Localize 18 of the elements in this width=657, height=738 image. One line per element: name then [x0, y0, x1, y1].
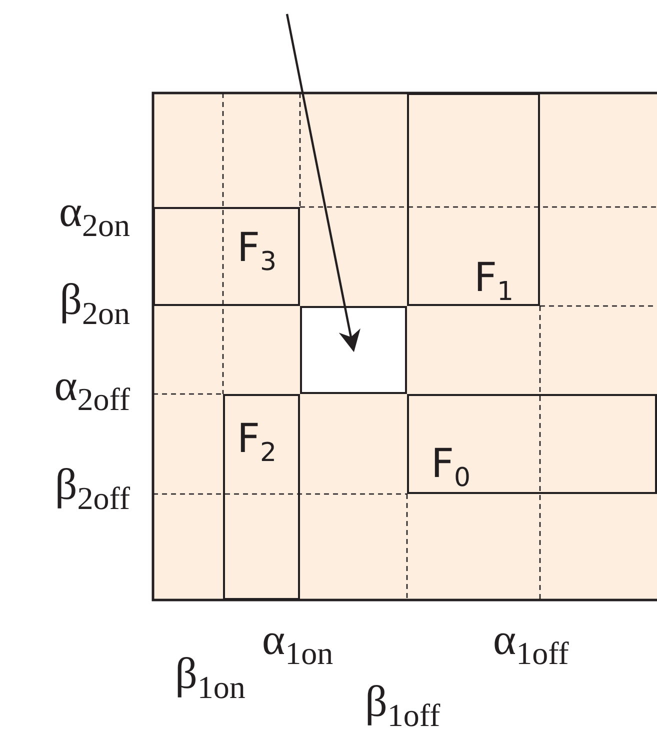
axis-label: α$_{2off}$ [54, 364, 130, 415]
region-label: F$_{3}$ [237, 225, 277, 277]
region-label: F$_{0}$ [431, 441, 471, 493]
region-label: F$_{1}$ [474, 255, 514, 307]
empty-box [300, 306, 407, 394]
region-box [153, 207, 300, 306]
region-label: F$_{2}$ [237, 416, 277, 468]
axis-label: β$_{1off}$ [365, 680, 440, 731]
axis-label: β$_{1on}$ [175, 652, 246, 703]
axis-label: β$_{2on}$ [60, 278, 130, 329]
region-box [223, 394, 300, 600]
region-box [407, 394, 657, 494]
axis-label: α$_{1off}$ [493, 618, 569, 669]
region-box [407, 93, 540, 306]
axis-label: α$_{2on}$ [58, 190, 130, 241]
axis-label: α$_{1on}$ [262, 618, 334, 669]
arrow [286, 14, 360, 352]
axis-label: β$_{2off}$ [54, 463, 130, 514]
